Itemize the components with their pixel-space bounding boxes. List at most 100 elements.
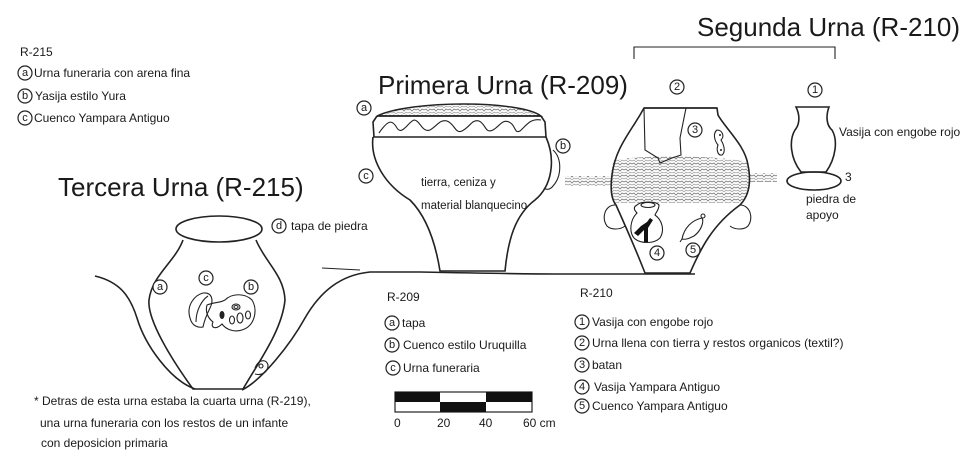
legend-r209-code: R-209 xyxy=(387,290,420,304)
legend-marker: b xyxy=(22,90,28,102)
marker-r209-c xyxy=(358,168,374,184)
legend-text: batan xyxy=(592,358,622,372)
legend-r209: R-209 a tapa b Cuenco estilo Uruquilla c… xyxy=(384,290,527,376)
label-tapa-de-piedra: tapa de piedra xyxy=(291,219,368,233)
footnote: * Detras de esta urna estaba la cuarta u… xyxy=(34,394,311,450)
ash-layer-right xyxy=(747,173,777,182)
svg-text:a: a xyxy=(361,102,368,114)
legend-r210-item: 3 batan xyxy=(574,357,622,373)
marker-r215-a xyxy=(152,279,168,295)
primera-urna: tierra, ceniza y material blanquecino a … xyxy=(356,100,571,272)
legend-text: Cuenco estilo Uruquilla xyxy=(403,338,527,352)
legend-text: Urna funeraria xyxy=(403,361,480,375)
svg-text:d: d xyxy=(276,220,282,232)
legend-marker: 2 xyxy=(579,337,585,349)
legend-marker: b xyxy=(389,339,395,351)
svg-text:4: 4 xyxy=(654,247,660,259)
legend-r210-item: 5 Cuenco Yampara Antiguo xyxy=(574,398,728,414)
footnote-line-2: una urna funeraria con los restos de un … xyxy=(40,416,288,430)
svg-text:a: a xyxy=(157,281,164,293)
legend-r215-item: c Cuenco Yampara Antiguo xyxy=(17,110,170,126)
label-primera-contents-2: material blanquecino xyxy=(421,200,527,212)
marker-r209-a xyxy=(356,100,372,116)
marker-r209-b xyxy=(555,138,571,154)
legend-r215-code: R-215 xyxy=(20,45,53,59)
title-tercera-urna: Tercera Urna (R-215) xyxy=(58,172,304,202)
legend-text: tapa xyxy=(402,316,426,330)
vasija-engobe-rojo xyxy=(790,106,837,173)
urn-2-interior xyxy=(643,107,687,164)
marker-r215-b xyxy=(243,279,259,295)
legend-marker: a xyxy=(22,67,29,79)
title-segunda-urna: Segunda Urna (R-210) xyxy=(697,12,960,42)
legend-r209-item: a tapa xyxy=(384,315,426,331)
label-vasija-engobe: Vasija con engobe rojo xyxy=(839,125,961,139)
scale-tick: 60 cm xyxy=(523,416,556,430)
pit-outline-right xyxy=(241,271,695,391)
legend-text: Vasija Yampara Antiguo xyxy=(594,380,720,394)
cuenco-uruquilla-b xyxy=(543,149,561,190)
marker-r210-1 xyxy=(807,82,823,98)
legend-r210: R-210 1 Vasija con engobe rojo 2 Urna ll… xyxy=(574,286,843,414)
pit-outline-mark xyxy=(321,267,361,271)
vasija-yura-b xyxy=(205,294,256,332)
legend-text: Urna funeraria con arena fina xyxy=(34,66,190,80)
tercera-urna: a c b d tapa de piedra xyxy=(148,215,368,390)
marker-r210-5 xyxy=(685,242,701,258)
urn-r215-body xyxy=(148,239,286,390)
marker-r210-3 xyxy=(687,122,703,138)
legend-marker: a xyxy=(389,317,396,329)
legend-marker: 4 xyxy=(579,381,585,393)
legend-text: Cuenco Yampara Antiguo xyxy=(592,399,728,413)
legend-r210-item: 2 Urna llena con tierra y restos organic… xyxy=(574,335,843,351)
svg-text:5: 5 xyxy=(690,244,696,256)
ash-layer-left xyxy=(565,176,613,186)
vasija-engobe-rojo-group: 1 Vasija con engobe rojo 3 piedra de apo… xyxy=(786,82,961,222)
svg-text:2: 2 xyxy=(674,81,680,93)
cuenco-yampara-c xyxy=(188,292,213,328)
legend-marker: 5 xyxy=(579,400,585,412)
small-bowl-outside xyxy=(254,360,269,376)
svg-text:c: c xyxy=(363,170,369,182)
legend-r215-item: a Urna funeraria con arena fina xyxy=(17,65,190,81)
urn-r210-body xyxy=(610,107,751,274)
legend-marker: 3 xyxy=(579,359,585,371)
wavy-decoration xyxy=(378,119,542,134)
legend-text: Yasija estilo Yura xyxy=(35,89,126,103)
legend-text: Vasija con engobe rojo xyxy=(592,315,714,329)
scale-tick: 20 xyxy=(437,416,451,430)
legend-r210-item: 1 Vasija con engobe rojo xyxy=(574,314,714,330)
legend-r215-item: b Yasija estilo Yura xyxy=(17,88,126,104)
label-num-3: 3 xyxy=(845,170,852,184)
scale-bar: 0 20 40 60 cm xyxy=(394,391,556,430)
svg-text:3: 3 xyxy=(692,124,698,136)
segunda-urna-bracket xyxy=(633,46,836,59)
label-primera-contents-1: tierra, ceniza y xyxy=(421,177,496,189)
svg-text:c: c xyxy=(203,272,209,284)
piedra-de-apoyo xyxy=(786,171,842,191)
marker-r215-d xyxy=(271,218,287,234)
scale-tick: 40 xyxy=(479,416,493,430)
marker-r210-4 xyxy=(649,245,665,261)
legend-marker: c xyxy=(22,112,28,124)
svg-text:b: b xyxy=(560,140,566,152)
handle-left xyxy=(603,204,626,230)
pit-outline-left xyxy=(94,275,196,390)
scale-tick: 0 xyxy=(394,416,401,430)
svg-text:b: b xyxy=(248,281,254,293)
label-piedra-apoyo-1: piedra de xyxy=(806,192,856,206)
label-piedra-apoyo-2: apoyo xyxy=(806,208,839,222)
urn-r209-body xyxy=(371,136,553,272)
footnote-line-1: * Detras de esta urna estaba la cuarta u… xyxy=(34,394,311,408)
legend-text: Cuenco Yampara Antiguo xyxy=(34,111,170,125)
legend-text: Urna llena con tierra y restos organicos… xyxy=(592,336,843,350)
ash-layer-urn xyxy=(610,156,751,203)
scale-segment xyxy=(395,392,440,402)
handle-right xyxy=(729,204,752,230)
legend-r210-code: R-210 xyxy=(580,286,613,300)
marker-r210-2 xyxy=(669,79,685,95)
marker-r215-c xyxy=(198,270,214,286)
scale-segment xyxy=(486,392,532,402)
legend-r215: R-215 a Urna funeraria con arena fina b … xyxy=(17,45,190,126)
legend-marker: 1 xyxy=(579,316,585,328)
